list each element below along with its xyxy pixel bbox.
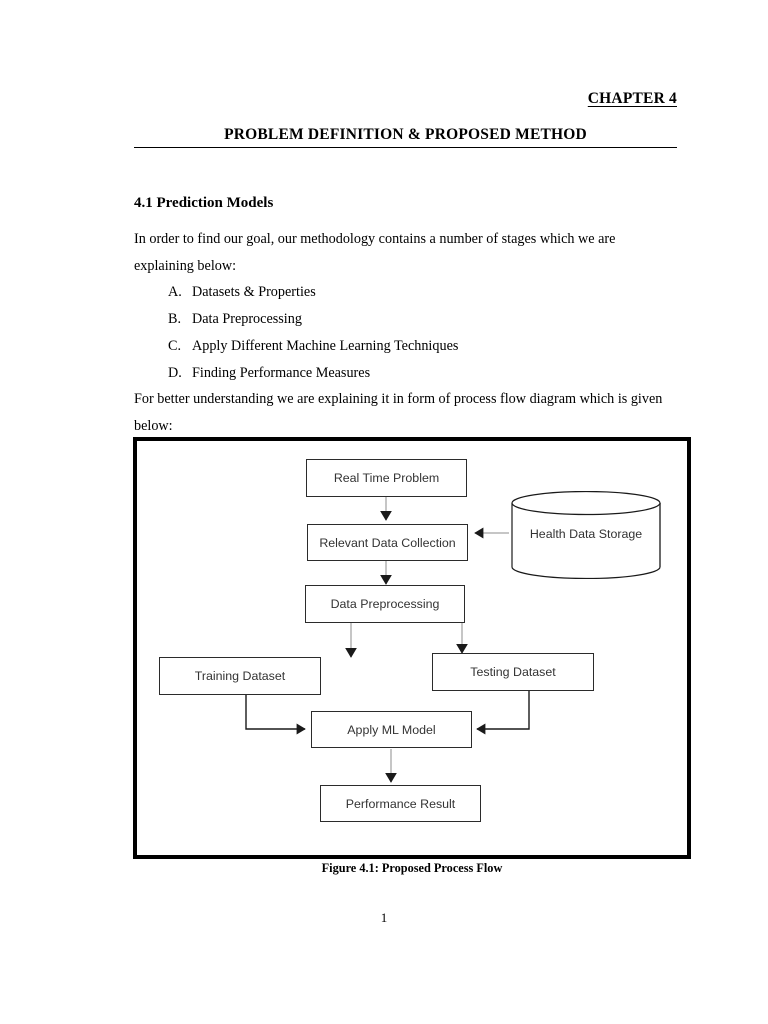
intro-paragraph: In order to find our goal, our methodolo… bbox=[134, 226, 678, 280]
node-performance-result[interactable]: Performance Result bbox=[320, 785, 481, 822]
health-data-storage-label: Health Data Storage bbox=[529, 527, 643, 541]
list-item-label: Data Preprocessing bbox=[192, 311, 302, 327]
list-item: C. Apply Different Machine Learning Tech… bbox=[168, 333, 458, 360]
node-apply-ml-model[interactable]: Apply ML Model bbox=[311, 711, 472, 748]
list-item-label: Datasets & Properties bbox=[192, 284, 316, 300]
intro-paragraph-line-1: In order to find our goal, our methodolo… bbox=[134, 231, 616, 247]
chapter-label-text: CHAPTER 4 bbox=[587, 90, 677, 107]
list-item: A. Datasets & Properties bbox=[168, 279, 458, 306]
list-item-marker: A. bbox=[168, 284, 182, 300]
section-heading: 4.1 Prediction Models bbox=[134, 195, 274, 211]
closing-paragraph-line-1: For better understanding we are explaini… bbox=[134, 391, 628, 407]
page-number: 1 bbox=[380, 910, 388, 925]
closing-paragraph-line-2: given below: bbox=[134, 391, 663, 434]
page-title: PROBLEM DEFINITION & PROPOSED METHOD bbox=[224, 126, 587, 143]
node-training-dataset[interactable]: Training Dataset bbox=[159, 657, 321, 695]
health-data-storage-cylinder: Health Data Storage bbox=[511, 491, 661, 579]
node-testing-dataset[interactable]: Testing Dataset bbox=[432, 653, 594, 691]
intro-paragraph-line-2: explaining below: bbox=[134, 258, 237, 274]
closing-paragraph: For better understanding we are explaini… bbox=[134, 386, 678, 440]
node-real-time-problem[interactable]: Real Time Problem bbox=[306, 459, 467, 497]
figure-caption: Figure 4.1: Proposed Process Flow bbox=[321, 861, 503, 875]
connector-training-to-model bbox=[245, 695, 306, 735]
flow-connectors bbox=[245, 497, 530, 783]
list-item-marker: C. bbox=[168, 338, 182, 354]
methodology-list: A. Datasets & Properties B. Data Preproc… bbox=[168, 279, 458, 387]
chapter-label: CHAPTER 4 bbox=[134, 90, 677, 108]
list-item-label: Apply Different Machine Learning Techniq… bbox=[192, 338, 459, 354]
connector-testing-to-model bbox=[476, 691, 530, 735]
cylinder-shape bbox=[511, 491, 661, 579]
list-item-marker: B. bbox=[168, 311, 182, 327]
process-flow-diagram: Health Data Storage Real Time Problem Re… bbox=[137, 441, 695, 863]
header-divider bbox=[134, 147, 677, 148]
list-item: D. Finding Performance Measures bbox=[168, 360, 458, 387]
list-item-label: Finding Performance Measures bbox=[192, 365, 371, 381]
node-data-preprocessing[interactable]: Data Preprocessing bbox=[305, 585, 465, 623]
figure-frame: Health Data Storage Real Time Problem Re… bbox=[133, 437, 691, 859]
list-item: B. Data Preprocessing bbox=[168, 306, 458, 333]
node-relevant-data-collection[interactable]: Relevant Data Collection bbox=[307, 524, 468, 561]
list-item-marker: D. bbox=[168, 365, 182, 381]
